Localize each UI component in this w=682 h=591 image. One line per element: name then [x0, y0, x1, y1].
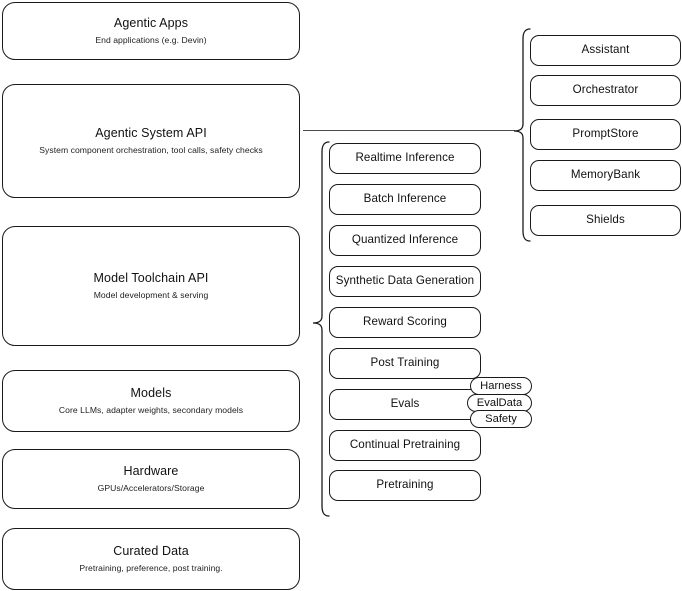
component-label: Assistant: [581, 43, 630, 57]
layer-subtitle: System component orchestration, tool cal…: [39, 145, 263, 156]
layer-title: Agentic Apps: [113, 15, 189, 30]
toolchain-label: Reward Scoring: [363, 315, 447, 329]
layer-agentic-system-api[interactable]: Agentic System API System component orch…: [2, 84, 300, 198]
badge-safety[interactable]: Safety: [470, 410, 532, 428]
layer-agentic-apps[interactable]: Agentic Apps End applications (e.g. Devi…: [2, 2, 300, 60]
layer-model-toolchain-api[interactable]: Model Toolchain API Model development & …: [2, 226, 300, 346]
layer-title: Hardware: [123, 463, 179, 478]
toolchain-batch-inference[interactable]: Batch Inference: [329, 184, 481, 215]
component-orchestrator[interactable]: Orchestrator: [530, 75, 681, 106]
toolchain-synthetic-data-generation[interactable]: Synthetic Data Generation: [329, 266, 481, 297]
layer-title: Models: [130, 385, 172, 400]
toolchain-label: Continual Pretraining: [349, 438, 461, 452]
layer-hardware[interactable]: Hardware GPUs/Accelerators/Storage: [2, 449, 300, 509]
component-assistant[interactable]: Assistant: [530, 35, 681, 66]
toolchain-reward-scoring[interactable]: Reward Scoring: [329, 307, 481, 338]
layer-title: Curated Data: [113, 543, 189, 558]
brace-system-components: [512, 28, 532, 242]
layer-subtitle: Model development & serving: [93, 290, 209, 301]
component-shields[interactable]: Shields: [530, 205, 681, 236]
layer-subtitle: Pretraining, preference, post training.: [79, 563, 223, 574]
toolchain-label: Synthetic Data Generation: [335, 274, 475, 288]
layer-subtitle: End applications (e.g. Devin): [95, 35, 207, 46]
badge-label: Safety: [485, 413, 517, 425]
toolchain-label: Pretraining: [376, 478, 434, 492]
toolchain-label: Post Training: [370, 356, 440, 370]
toolchain-label: Evals: [390, 397, 420, 411]
component-label: Orchestrator: [572, 83, 639, 97]
component-memorybank[interactable]: MemoryBank: [530, 160, 681, 191]
toolchain-quantized-inference[interactable]: Quantized Inference: [329, 225, 481, 256]
connector-system-api-to-components: [303, 130, 515, 132]
component-promptstore[interactable]: PromptStore: [530, 119, 681, 150]
badge-harness[interactable]: Harness: [470, 377, 532, 395]
toolchain-evals[interactable]: Evals: [329, 389, 481, 420]
layer-models[interactable]: Models Core LLMs, adapter weights, secon…: [2, 370, 300, 432]
toolchain-post-training[interactable]: Post Training: [329, 348, 481, 379]
component-label: Shields: [586, 213, 625, 227]
badge-label: Harness: [480, 380, 522, 392]
component-label: PromptStore: [572, 127, 639, 141]
layer-subtitle: GPUs/Accelerators/Storage: [97, 483, 205, 494]
toolchain-pretraining[interactable]: Pretraining: [329, 470, 481, 501]
badge-label: EvalData: [476, 397, 523, 409]
toolchain-continual-pretraining[interactable]: Continual Pretraining: [329, 430, 481, 461]
toolchain-label: Quantized Inference: [351, 233, 459, 247]
brace-toolchain-components: [311, 141, 331, 517]
layer-title: Agentic System API: [95, 125, 207, 140]
toolchain-label: Realtime Inference: [355, 151, 455, 165]
toolchain-realtime-inference[interactable]: Realtime Inference: [329, 143, 481, 174]
component-label: MemoryBank: [570, 168, 641, 182]
layer-title: Model Toolchain API: [93, 270, 209, 285]
layer-curated-data[interactable]: Curated Data Pretraining, preference, po…: [2, 528, 300, 590]
layer-subtitle: Core LLMs, adapter weights, secondary mo…: [58, 405, 244, 416]
toolchain-label: Batch Inference: [363, 192, 447, 206]
